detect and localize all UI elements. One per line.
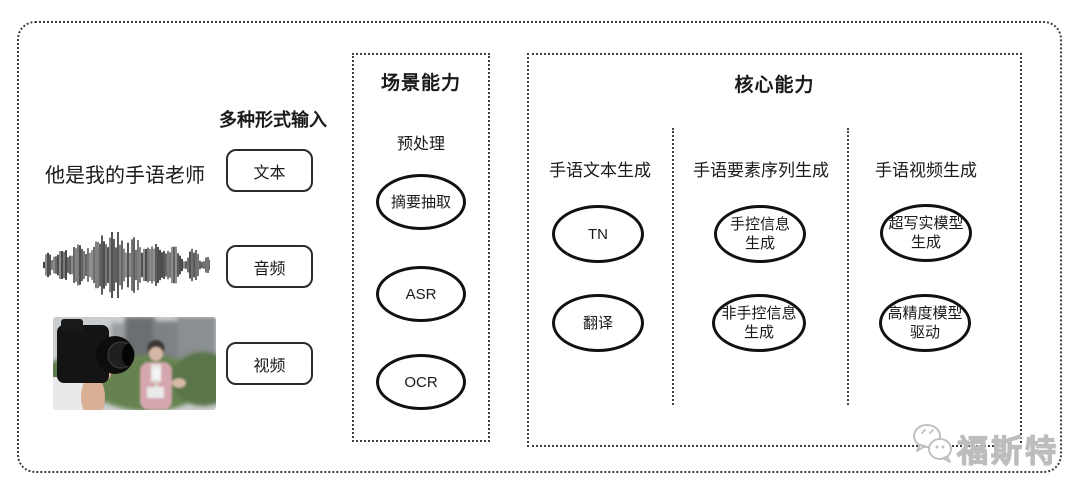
- diagram-outer-frame: [17, 21, 1062, 473]
- core-capability-box: [527, 53, 1022, 447]
- input-type-box-text: 文本: [226, 149, 313, 192]
- node-ocr: OCR: [376, 354, 466, 410]
- reporter-photo-icon: [53, 317, 216, 410]
- node-translation: 翻译: [552, 294, 644, 352]
- scene-capability-title: 场景能力: [380, 73, 461, 94]
- input-type-box-audio: 音频: [226, 245, 313, 288]
- core-capability-title: 核心能力: [734, 75, 815, 96]
- scene-capability-box: [352, 53, 490, 442]
- node-hyperrealistic-model-generation: 超写实模型 生成: [880, 204, 972, 262]
- column-label-sl-element-sequence-generation: 手语要素序列生成: [693, 161, 829, 180]
- watermark-brand-text: 福斯特: [956, 433, 1059, 469]
- node-manual-info-generation: 手控信息 生成: [714, 205, 806, 263]
- column-divider-2: [847, 128, 849, 405]
- column-label-sl-video-generation: 手语视频生成: [875, 161, 977, 180]
- wechat-bubbles-icon: [910, 421, 958, 469]
- input-type-box-video: 视频: [226, 342, 313, 385]
- column-label-sl-text-generation: 手语文本生成: [549, 161, 651, 180]
- sample-text-sentence: 他是我的手语老师: [45, 165, 205, 187]
- column-divider-1: [672, 128, 674, 405]
- node-tn: TN: [552, 205, 644, 263]
- input-type-label-audio: 音频: [253, 260, 286, 278]
- node-summary-extraction: 摘要抽取: [376, 174, 466, 230]
- node-high-precision-model-driving: 高精度模型 驱动: [879, 294, 971, 352]
- input-type-label-video: 视频: [253, 357, 286, 375]
- audio-waveform: [42, 230, 211, 300]
- node-non-manual-info-generation: 非手控信息 生成: [712, 294, 806, 352]
- node-asr: ASR: [376, 266, 466, 322]
- audio-waveform-icon: [43, 232, 211, 298]
- input-section-heading: 多种形式输入: [219, 110, 327, 130]
- input-type-label-text: 文本: [253, 164, 286, 182]
- preprocess-label: 预处理: [396, 136, 445, 153]
- video-thumbnail-photo: [53, 317, 216, 410]
